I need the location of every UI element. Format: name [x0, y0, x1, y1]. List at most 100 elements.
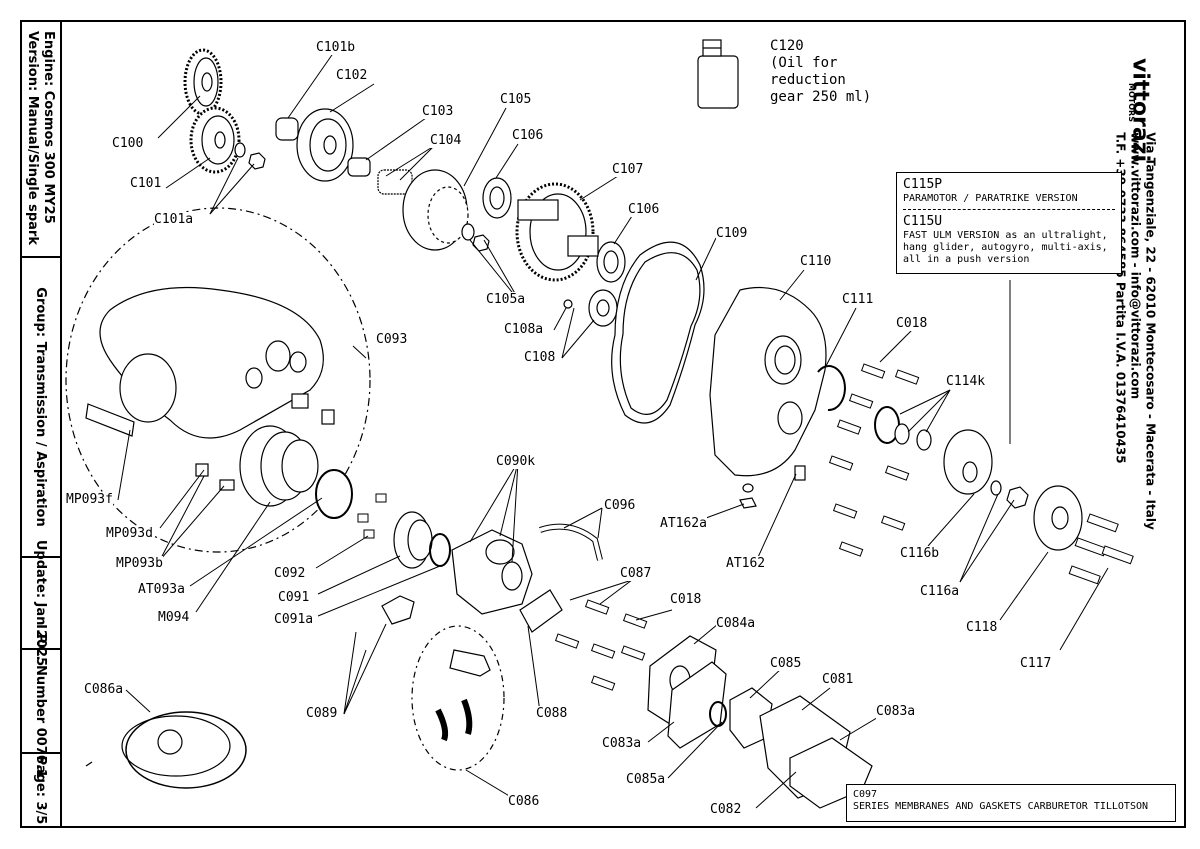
oil-note-c120: C120 (Oil for reduction gear 250 ml) [770, 38, 872, 105]
callout-c096: C096 [604, 498, 636, 513]
callout-c103: C103 [422, 104, 454, 119]
fitting-at162a [739, 497, 757, 509]
callout-c107: C107 [612, 162, 644, 177]
callout-c086: C086 [508, 794, 540, 809]
spacer-c091 [393, 511, 433, 569]
drawing-frame [20, 20, 1186, 828]
note-c115u-desc-2: hang glider, autogyro, multi-axis, [903, 242, 1108, 253]
callout-c110: C110 [800, 254, 832, 269]
reduction-gear-c107 [515, 182, 599, 282]
callout-m094: M094 [158, 610, 190, 625]
engine-cell: Engine: Cosmos 300 MY25 Version: Manual/… [20, 20, 60, 258]
callout-mp093b: MP093b [116, 556, 163, 571]
note-c115p-desc: PARAMOTOR / PARATRIKE VERSION [903, 193, 1078, 204]
callout-at093a: AT093a [138, 582, 185, 597]
callout-c105: C105 [500, 92, 532, 107]
gear-c101 [189, 106, 266, 174]
leader-lines [117, 51, 1109, 809]
callout-c086a: C086a [84, 682, 124, 697]
note-c115p-code: C115P [903, 177, 943, 192]
gasket-c088 [519, 589, 563, 633]
screw-mp093b [219, 479, 235, 491]
callout-c104: C104 [430, 133, 462, 148]
bracket-c086 [449, 649, 491, 677]
callout-c091a: C091a [274, 612, 314, 627]
callout-c100: C100 [112, 136, 144, 151]
callout-c109: C109 [716, 226, 748, 241]
callout-c089: C089 [306, 706, 338, 721]
callout-c106-lower: C106 [628, 202, 660, 217]
callout-at162: AT162 [726, 556, 766, 571]
note-divider [903, 209, 1115, 210]
gasket-c109 [611, 241, 705, 424]
note-c115u-desc-1: FAST ULM VERSION as an ultralight, [903, 230, 1108, 241]
note-c115u-code: C115U [903, 214, 943, 229]
hose-c096 [539, 523, 603, 561]
callout-c088: C088 [536, 706, 568, 721]
grommet-mp093d [195, 463, 209, 477]
callout-c114k: C114k [946, 374, 986, 389]
bolts-c018-right [828, 363, 920, 557]
callout-c102: C102 [336, 68, 368, 83]
callout-c116a: C116a [920, 584, 960, 599]
note-c097-code: C097 [853, 789, 878, 800]
callout-c116b: C116b [900, 546, 940, 561]
callout-c108: C108 [524, 350, 556, 365]
callout-c111: C111 [842, 292, 874, 307]
callout-c092: C092 [274, 566, 306, 581]
clutch-bell-c102 [275, 108, 354, 182]
callout-c083a-right: C083a [876, 704, 916, 719]
callout-c084a: C084a [716, 616, 756, 631]
pulley-c116 [943, 429, 1029, 509]
callout-mp093d: MP093d [106, 526, 153, 541]
oil-bottle [697, 39, 739, 109]
callout-c087: C087 [620, 566, 652, 581]
callout-c085: C085 [770, 656, 802, 671]
plate-c118 [1033, 485, 1083, 551]
callout-c085a: C085a [626, 772, 666, 787]
note-c097-desc: SERIES MEMBRANES AND GASKETS CARBURETOR … [853, 801, 1149, 812]
hose-group-outline [411, 625, 505, 771]
clamp-at093a [315, 469, 353, 519]
callout-c105a: C105a [486, 292, 526, 307]
callout-at162a: AT162a [660, 516, 707, 531]
ipc-cell: I.P.C. Number 0076.1 [20, 624, 60, 778]
callout-c106-upper: C106 [512, 128, 544, 143]
bolts-c117 [1068, 513, 1134, 585]
bolts-c087 [554, 599, 648, 691]
callout-c101b: C101b [316, 40, 356, 55]
callout-c101a: C101a [154, 212, 194, 227]
callout-c083a-left: C083a [602, 736, 642, 751]
bracket-c089 [381, 595, 415, 625]
carburetor-c090k [451, 529, 533, 615]
airbox-c093 [85, 286, 324, 439]
group-cell: Group: Transmission / Aspiration [20, 258, 60, 558]
sleeve-bearing-c103-c104 [347, 157, 413, 195]
airbox-group-outline [65, 207, 371, 553]
note-c097: C097 SERIES MEMBRANES AND GASKETS CARBUR… [846, 784, 1176, 822]
callout-c081: C081 [822, 672, 854, 687]
screws-c092 [357, 493, 387, 539]
callout-c090k: C090k [496, 454, 536, 469]
callout-c018-left: C018 [670, 592, 702, 607]
callout-c101: C101 [130, 176, 162, 191]
clip-c108a [563, 299, 573, 309]
gear-c100 [183, 48, 223, 116]
callout-c118: C118 [966, 620, 998, 635]
callout-c091: C091 [278, 590, 310, 605]
clutch-drum-c105 [402, 169, 490, 252]
callout-c093: C093 [376, 332, 408, 347]
callout-c082: C082 [710, 802, 742, 817]
oring-c091a [429, 533, 451, 567]
fitting-at162 [794, 465, 806, 481]
callout-c018-right: C018 [896, 316, 928, 331]
seal-kit-c114k [874, 406, 932, 451]
cable-c086a [85, 711, 247, 789]
filter-m094 [239, 425, 319, 507]
callout-c117: C117 [1020, 656, 1052, 671]
note-c115u-desc-3: all in a push version [903, 254, 1030, 265]
gearbox-housing-c110 [709, 286, 827, 477]
title-block: Engine: Cosmos 300 MY25 Version: Manual/… [20, 20, 62, 828]
callout-c108a: C108a [504, 322, 544, 337]
